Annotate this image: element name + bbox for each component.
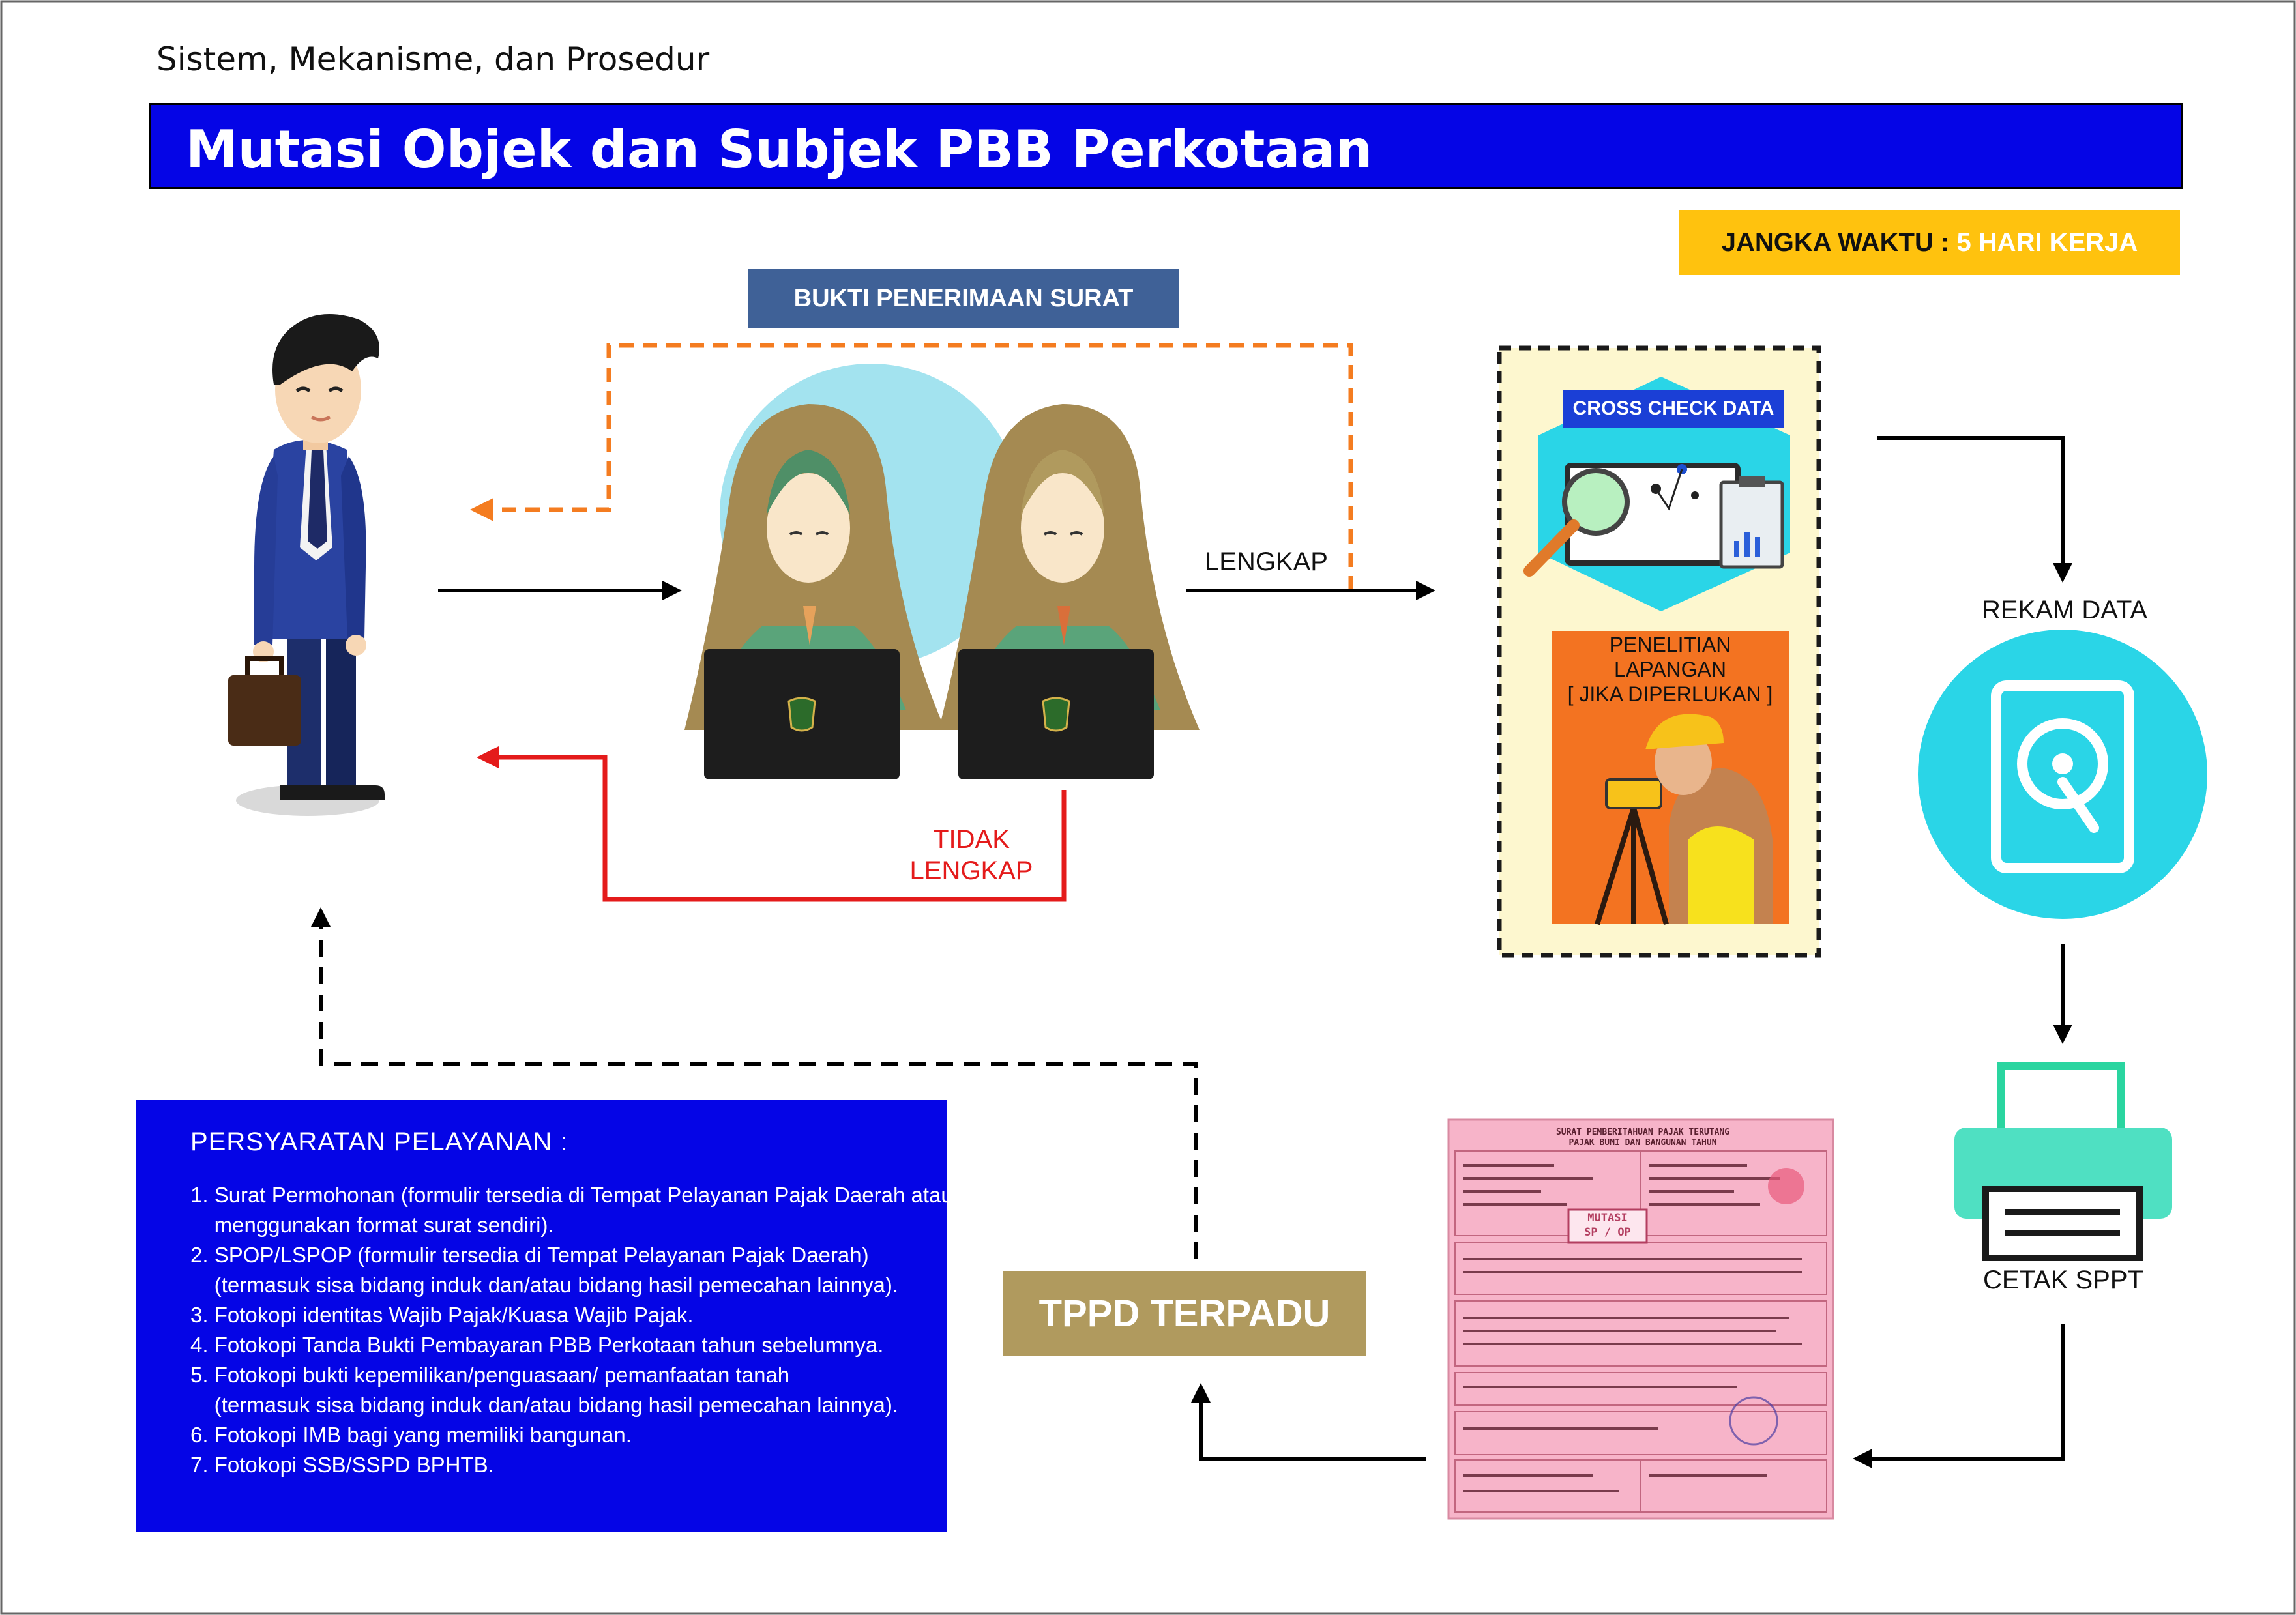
requirement-item: (termasuk sisa bidang induk dan/atau bid…: [190, 1393, 899, 1417]
document-heading: SURAT PEMBERITAHUAN PAJAK TERUTANG PAJAK…: [1499, 1128, 1786, 1148]
requirement-item: 3. Fotokopi identitas Wajib Pajak/Kuasa …: [190, 1303, 694, 1327]
complete-label: LENGKAP: [1205, 547, 1328, 576]
receipt-label: BUKTI PENERIMAAN SURAT: [748, 269, 1179, 328]
duration-badge: JANGKA WAKTU : 5 HARI KERJA: [1679, 210, 2180, 275]
hard-disk-icon: [1918, 630, 2207, 919]
requirement-item: 1. Surat Permohonan (formulir tersedia d…: [190, 1183, 953, 1207]
requirement-item: 2. SPOP/LSPOP (formulir tersedia di Temp…: [190, 1243, 869, 1267]
title-bar: Mutasi Objek dan Subjek PBB Perkotaan: [149, 103, 2183, 189]
incomplete-label-line1: TIDAK: [933, 825, 1010, 854]
arrow-receipt-feedback: [470, 343, 1353, 590]
service-staff-icon: [684, 364, 1200, 779]
record-data-label: REKAM DATA: [1982, 596, 2148, 624]
duration-value: 5 HARI KERJA: [1956, 227, 2138, 257]
requirements-panel: PERSYARATAN PELAYANAN : 1. Surat Permoho…: [136, 1100, 953, 1532]
mutation-stamp: MUTASI SP / OP: [1568, 1211, 1647, 1240]
arrow-to-document: [1853, 1324, 2065, 1468]
incomplete-label: TIDAK LENGKAP: [887, 824, 1056, 886]
arrow-incomplete: [477, 746, 1067, 902]
requirement-item: 5. Fotokopi bukti kepemilikan/penguasaan…: [190, 1363, 790, 1387]
arrow-to-tppd: [1191, 1383, 1426, 1461]
mutation-stamp-line1: MUTASI: [1587, 1212, 1628, 1225]
duration-separator: :: [1933, 227, 1957, 257]
document-heading-line1: SURAT PEMBERITAHUAN PAJAK TERUTANG: [1555, 1128, 1730, 1137]
page-subtitle: Sistem, Mekanisme, dan Prosedur: [156, 40, 710, 78]
cross-check-label: CROSS CHECK DATA: [1563, 390, 1784, 428]
cross-check-hexagon-icon: [1523, 377, 1790, 611]
duration-label: JANGKA WAKTU: [1721, 227, 1934, 257]
arrow-return-to-taxpayer: [311, 907, 1198, 1259]
sppt-document: [1447, 1118, 1834, 1520]
requirement-item: 4. Fotokopi Tanda Bukti Pembayaran PBB P…: [190, 1333, 884, 1357]
requirement-item: 6. Fotokopi IMB bagi yang memiliki bangu…: [190, 1423, 632, 1447]
printer-icon: [1954, 1062, 2172, 1261]
requirement-item: (termasuk sisa bidang induk dan/atau bid…: [190, 1273, 899, 1297]
requirement-item: menggunakan format surat sendiri).: [190, 1213, 554, 1237]
field-research-label: PENELITIAN LAPANGAN [ JIKA DIPERLUKAN ]: [1553, 632, 1788, 706]
requirement-item: 7. Fotokopi SSB/SSPD BPHTB.: [190, 1453, 494, 1477]
document-heading-line2: PAJAK BUMI DAN BANGUNAN TAHUN: [1568, 1138, 1717, 1148]
field-research-line2: LAPANGAN: [1614, 658, 1726, 681]
print-sppt-label: CETAK SPPT: [1983, 1266, 2143, 1294]
field-research-line3: [ JIKA DIPERLUKAN ]: [1567, 682, 1773, 706]
field-research-line1: PENELITIAN: [1609, 633, 1731, 656]
tppd-label: TPPD TERPADU: [1003, 1271, 1366, 1356]
arrow-to-record: [1877, 436, 2072, 583]
page-title: Mutasi Objek dan Subjek PBB Perkotaan: [186, 119, 1373, 180]
taxpayer-man-icon: [228, 314, 385, 816]
mutation-stamp-line2: SP / OP: [1584, 1226, 1631, 1239]
field-research-panel: [1552, 631, 1789, 925]
requirements-title: PERSYARATAN PELAYANAN :: [190, 1128, 568, 1156]
incomplete-label-line2: LENGKAP: [909, 856, 1033, 885]
